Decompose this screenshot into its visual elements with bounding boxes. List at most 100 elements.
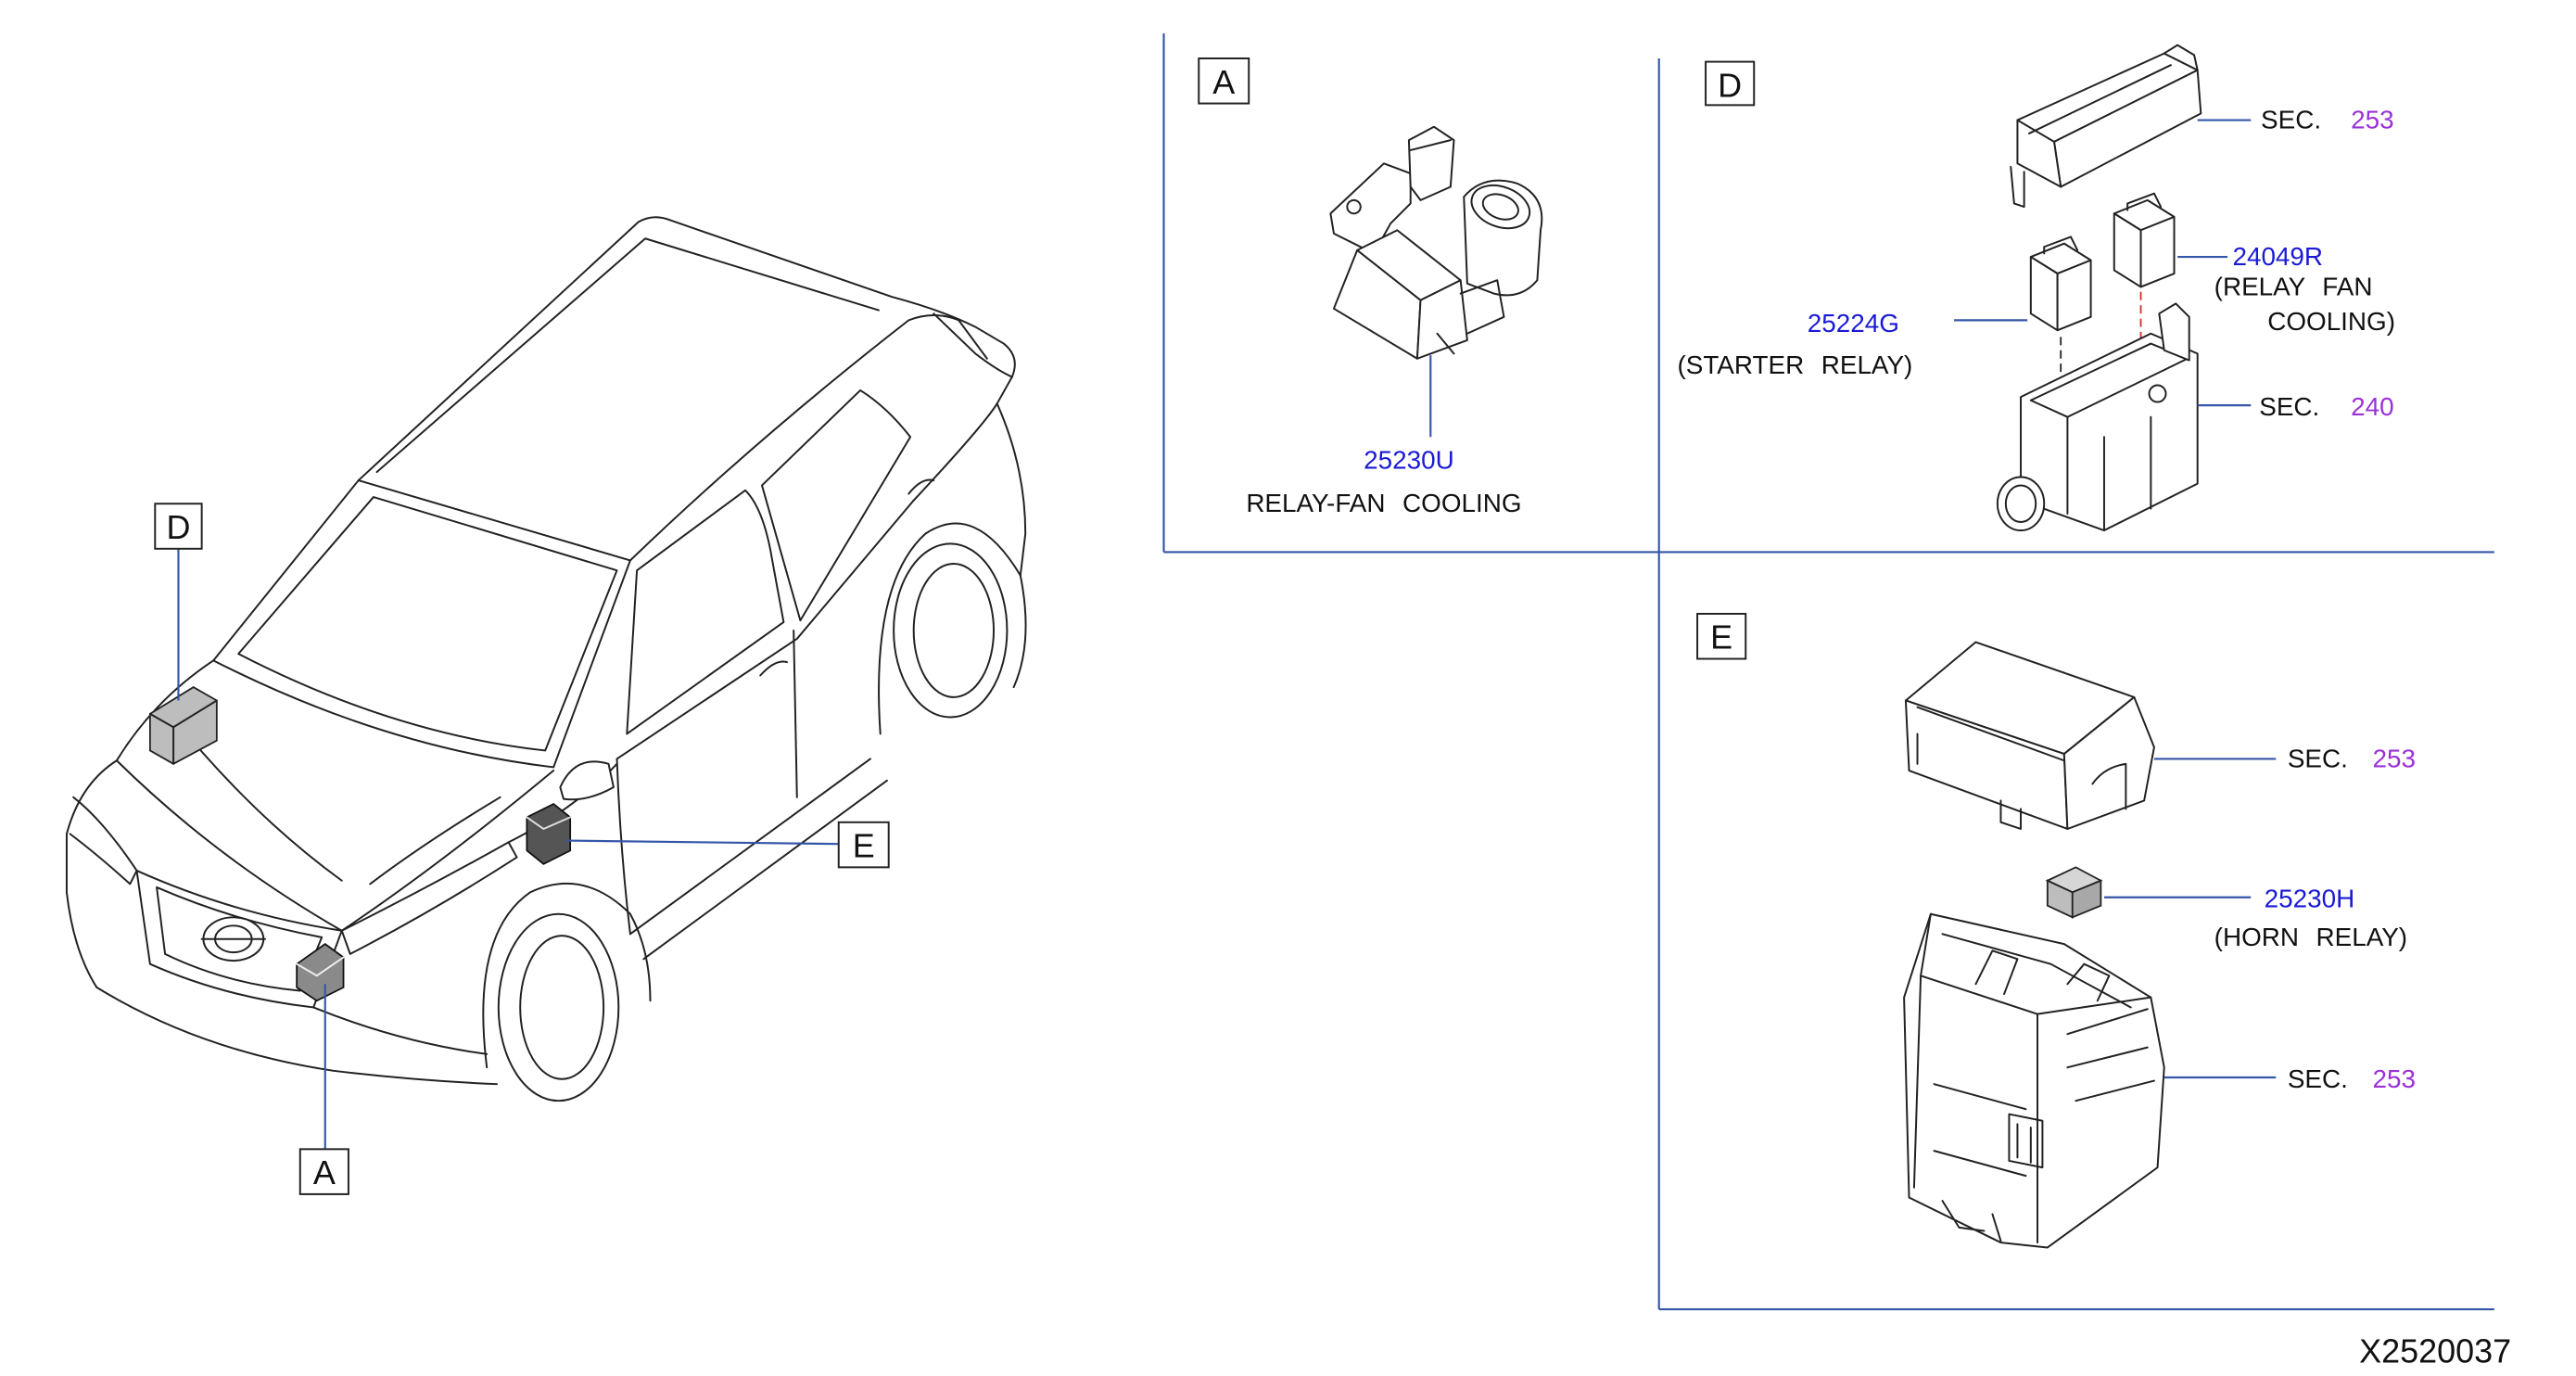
rear-spoiler: [933, 312, 1013, 378]
front-wheel-rim: [519, 935, 605, 1080]
sec-label-relay-box: SEC.: [2259, 392, 2319, 421]
panel-e-label-box: [1696, 612, 1747, 660]
location-e-edge: [526, 816, 572, 830]
part-number-25230U[interactable]: 25230U: [1364, 445, 1454, 474]
rear-door-edge: [793, 629, 798, 798]
relay-connector-inner: [1481, 193, 1519, 221]
panel-e-label: E: [1710, 618, 1732, 656]
sec-number-240[interactable]: 240: [2351, 392, 2393, 421]
relay-24049R-nub: [2126, 192, 2163, 211]
panel-d-label-box: [1705, 60, 1756, 107]
fuse-block-cavities: [1974, 949, 2111, 1002]
cover-ridge: [2028, 64, 2172, 134]
rear-quarter: [912, 402, 1027, 577]
fuse-block-inner-rim: [1941, 933, 2132, 1009]
relay-top-tab-edge: [1409, 139, 1452, 151]
relay-box-tall-tab: [2158, 302, 2190, 362]
component-location-e: [526, 802, 572, 865]
part-number-25224G[interactable]: 25224G: [1808, 309, 1899, 338]
relay-24049R-drawing: [2113, 192, 2176, 288]
horn-relay-right: [2071, 879, 2102, 919]
cover-tab: [2163, 44, 2199, 71]
panel-d-label: D: [1718, 66, 1742, 104]
relay-box-cover-drawing: [2010, 44, 2202, 209]
sec-label-fuse-block: SEC.: [2288, 1064, 2348, 1093]
part-name-relay-fan-cooling: RELAY-FAN COOLING: [1246, 489, 1521, 517]
left-headlight: [69, 796, 138, 885]
right-headlight: [340, 841, 518, 955]
relay-25224G-right: [2056, 259, 2092, 332]
panel-d: D SEC. 253 24049R (RELAY FAN COOLING): [1677, 44, 2395, 532]
windshield-frame: [212, 479, 631, 769]
fuse-cover-details: [1916, 706, 2127, 830]
part-name-relay-fan-line2: COOLING): [2267, 307, 2395, 336]
relay-side-clip: [1436, 279, 1505, 355]
fuse-block-drawing: [1903, 912, 2165, 1249]
relay-box-drawing: [1996, 302, 2199, 532]
sec-label-cover-e: SEC.: [2288, 744, 2348, 772]
location-a-edge: [296, 956, 345, 977]
sec-number-253-cover[interactable]: 253: [2351, 106, 2393, 134]
callout-e-label[interactable]: E: [853, 827, 875, 865]
panel-frames: [1162, 33, 2494, 1311]
relay-connector-mouth: [1470, 184, 1531, 230]
fuse-block-compartment: [2008, 1113, 2044, 1169]
roof-side-edge: [628, 314, 960, 562]
relay-box-connector: [1996, 476, 2046, 532]
fuse-block-edges: [1912, 975, 2039, 1244]
rear-door-handle: [907, 478, 935, 495]
panel-e: E SEC. 253 25230H (HORN RELAY): [1696, 612, 2416, 1249]
front-door-handle: [759, 660, 788, 677]
roof-outline: [357, 216, 1016, 482]
callout-d-label[interactable]: D: [166, 508, 190, 546]
location-d-part: [148, 686, 218, 765]
callout-a-box[interactable]: [298, 1148, 349, 1195]
fuse-box-cover-drawing: [1904, 641, 2155, 830]
fuse-cover-right: [2062, 695, 2155, 830]
fuse-block-body: [1903, 912, 2165, 1249]
relay-24049R-right: [2139, 215, 2176, 288]
front-wheel-arch: [482, 882, 652, 1069]
component-location-d: [148, 686, 218, 765]
belt-line: [615, 499, 915, 760]
relay-box-connector-inner: [2004, 484, 2037, 524]
horn-relay-drawing: [2045, 866, 2103, 919]
relay-top-tab: [1407, 125, 1455, 201]
cover-left: [2016, 119, 2062, 188]
part-name-relay-fan-line1: (RELAY FAN: [2214, 272, 2373, 300]
roof-inner-panel: [375, 237, 880, 474]
vehicle-illustration: D E A: [65, 216, 1027, 1195]
cover-clip: [2010, 165, 2025, 209]
front-door-window: [626, 489, 785, 735]
component-location-a: [296, 942, 345, 1002]
rear-door-window: [761, 389, 912, 622]
fuse-block-rim: [1920, 912, 2152, 1015]
sec-number-253-fuse-block[interactable]: 253: [2373, 1064, 2416, 1093]
front-door-edge: [615, 758, 631, 936]
fuse-block-slots: [1933, 1008, 2155, 1178]
callout-e-box[interactable]: [837, 821, 890, 869]
relay-connector: [1463, 179, 1543, 297]
part-number-25230H[interactable]: 25230H: [2265, 885, 2355, 913]
location-e-part: [526, 802, 572, 865]
sec-number-253-cover-e[interactable]: 253: [2373, 744, 2416, 772]
windshield-glass: [237, 496, 618, 752]
fuse-block-feet: [1941, 1200, 2002, 1242]
relay-box-hole: [2148, 384, 2167, 403]
rear-wheel: [893, 542, 1009, 719]
callout-d-box[interactable]: [154, 503, 203, 550]
relay-fan-cooling-drawing: [1329, 125, 1543, 360]
callout-a-label[interactable]: A: [313, 1153, 336, 1191]
rocker-line: [628, 758, 888, 961]
panel-a-label: A: [1212, 63, 1235, 101]
figure-code: X2520037: [2359, 1332, 2511, 1370]
callout-e-leader: [566, 839, 839, 846]
rear-wheel-arch: [878, 522, 1027, 735]
side-mirror: [559, 760, 615, 801]
bracket-hole: [1346, 198, 1362, 215]
front-left-fender: [65, 759, 118, 988]
rear-wheel-rim: [912, 563, 996, 698]
relay-bracket: [1329, 162, 1412, 255]
part-number-24049R[interactable]: 24049R: [2232, 242, 2323, 271]
hood: [115, 659, 555, 932]
